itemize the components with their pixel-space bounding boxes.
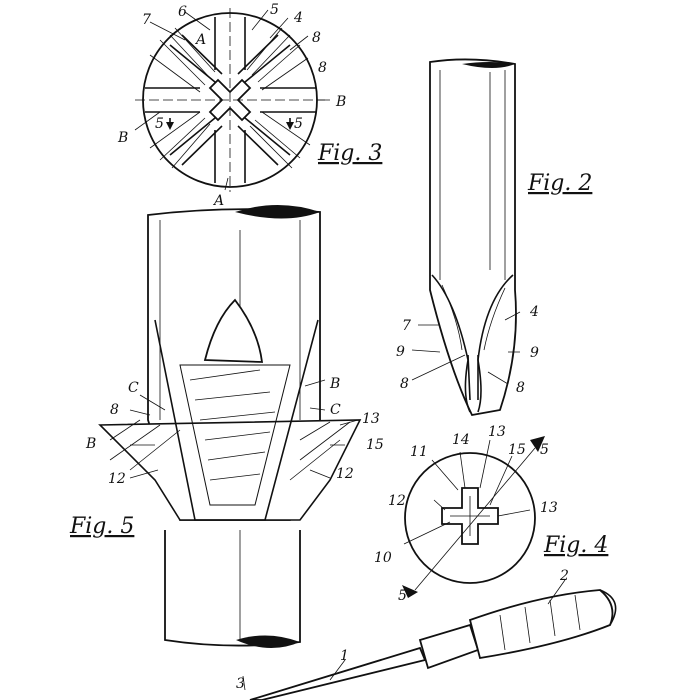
fig3-label-4: 4 bbox=[293, 10, 303, 26]
fig1-label-2: 2 bbox=[559, 568, 569, 584]
fig4-label-13-right: 13 bbox=[540, 500, 558, 516]
fig4-label-12: 12 bbox=[388, 493, 406, 509]
fig4-label-14: 14 bbox=[452, 432, 470, 448]
fig2-label-9-left: 9 bbox=[396, 344, 405, 360]
fig2-label-9-right: 9 bbox=[530, 345, 539, 361]
fig2-label-8-left: 8 bbox=[400, 376, 409, 392]
fig2-title: Fig. 2 bbox=[527, 171, 592, 196]
fig5-label-15: 15 bbox=[366, 437, 384, 453]
fig5-label-8: 8 bbox=[110, 402, 119, 418]
fig2-label-7: 7 bbox=[402, 318, 411, 334]
fig3-label-A-bottom: A bbox=[212, 193, 224, 209]
fig5-title: Fig. 5 bbox=[69, 514, 134, 539]
fig4-screw-head-view: 11 14 13 15 5 12 13 10 5 Fig. 4 bbox=[374, 424, 608, 604]
fig4-label-11: 11 bbox=[410, 444, 428, 460]
fig3-label-8b: 8 bbox=[318, 60, 327, 76]
fig5-sectional-view: B C C 8 13 B 15 12 12 Fig. 5 bbox=[69, 205, 384, 649]
fig1-label-3: 3 bbox=[236, 676, 245, 692]
fig4-label-5-bottom: 5 bbox=[398, 588, 407, 604]
fig3-title: Fig. 3 bbox=[317, 141, 382, 166]
fig3-label-A-top: A bbox=[194, 32, 206, 48]
fig5-label-B-top: B bbox=[329, 376, 340, 392]
fig2-label-8-right: 8 bbox=[516, 380, 525, 396]
fig3-label-8: 8 bbox=[312, 30, 321, 46]
fig1-screwdriver: 2 1 3 bbox=[236, 568, 617, 700]
fig5-label-12-left: 12 bbox=[108, 471, 126, 487]
fig4-label-10: 10 bbox=[374, 550, 392, 566]
fig5-label-13: 13 bbox=[362, 411, 380, 427]
fig5-label-C-left: C bbox=[128, 380, 139, 396]
fig2-screwdriver-tip: 7 4 9 9 8 8 Fig. 2 bbox=[396, 58, 592, 417]
fig5-label-12-right: 12 bbox=[336, 466, 354, 482]
fig4-label-13-top: 13 bbox=[488, 424, 506, 440]
fig3-label-B-left: B bbox=[117, 130, 128, 146]
fig4-label-15: 15 bbox=[508, 442, 526, 458]
fig3-label-5: 5 bbox=[270, 2, 279, 18]
fig4-title: Fig. 4 bbox=[543, 533, 608, 558]
fig5-label-B-left: B bbox=[85, 436, 96, 452]
fig2-label-4: 4 bbox=[529, 304, 539, 320]
fig5-label-C-right: C bbox=[330, 402, 341, 418]
fig3-label-5-right: 5 bbox=[294, 116, 303, 132]
fig3-label-6: 6 bbox=[178, 4, 187, 20]
fig3-label-B-right: B bbox=[335, 94, 346, 110]
fig1-label-1: 1 bbox=[340, 648, 349, 664]
fig3-label-7: 7 bbox=[142, 12, 151, 28]
fig3-label-5-left: 5 bbox=[155, 116, 164, 132]
fig3-cross-section: 7 6 5 4 8 A 8 B B 5 5 A Fig. 3 bbox=[117, 2, 382, 209]
fig4-label-5-top: 5 bbox=[540, 442, 549, 458]
